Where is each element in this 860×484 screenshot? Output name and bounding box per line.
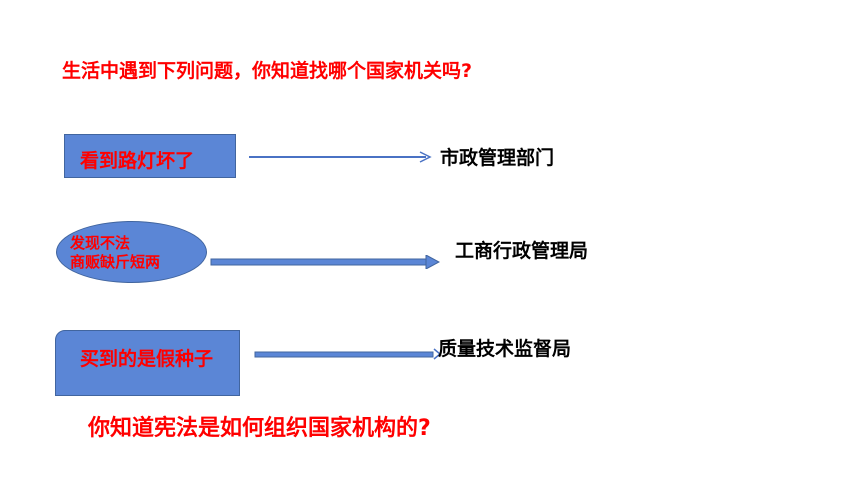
- arrow-row-1: [249, 151, 432, 163]
- problem-ellipse-short-weight: [56, 221, 207, 283]
- agency-label-municipal: 市政管理部门: [440, 147, 555, 169]
- page-heading: 生活中遇到下列问题，你知道找哪个国家机关吗?: [62, 60, 473, 82]
- agency-label-quality-supervision: 质量技术监督局: [438, 338, 572, 360]
- problem-box-streetlight: [64, 134, 236, 178]
- problem-label-fake-seeds: 买到的是假种子: [80, 348, 214, 370]
- agency-label-industry-commerce: 工商行政管理局: [455, 240, 589, 262]
- problem-label-line-2: 商贩缺斤短两: [70, 253, 161, 271]
- closing-question: 你知道宪法是如何组织国家机构的?: [88, 416, 431, 441]
- problem-label-short-weight: 发现不法 商贩缺斤短两: [70, 234, 200, 272]
- problem-label-line-1: 发现不法: [70, 234, 131, 252]
- problem-box-fake-seeds: [55, 330, 240, 396]
- arrow-row-2: [210, 255, 440, 269]
- arrow-row-3: [254, 348, 442, 360]
- problem-label-streetlight: 看到路灯坏了: [80, 150, 195, 172]
